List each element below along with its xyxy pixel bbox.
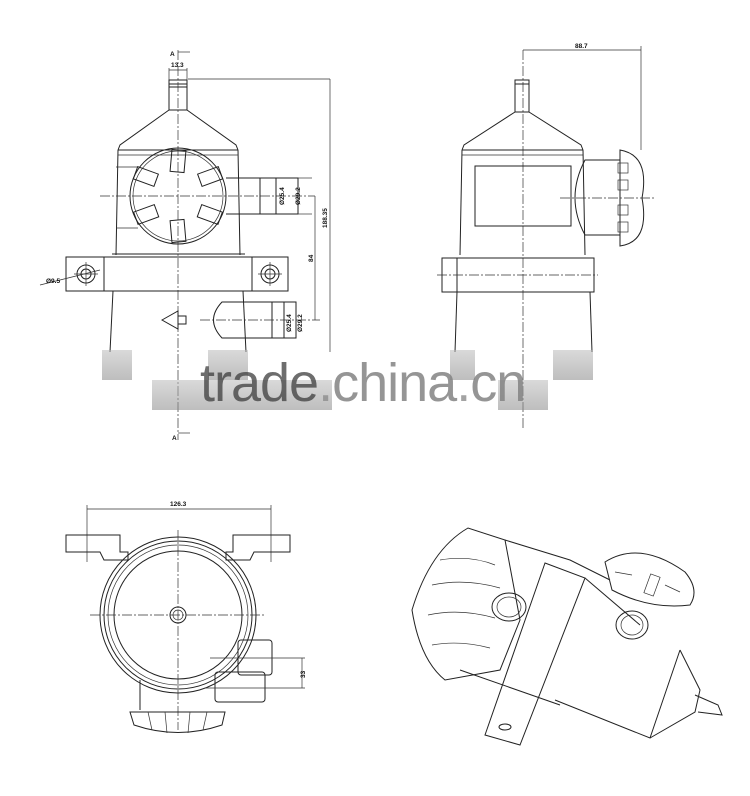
- section-label-top: A: [170, 51, 175, 58]
- watermark-cn: cn: [470, 353, 526, 413]
- isometric-view: [411, 527, 723, 746]
- dim-nipple-width: 13.3: [171, 62, 184, 69]
- watermark-band: [102, 350, 132, 380]
- watermark-dot: .: [318, 353, 333, 413]
- dim-mount-hole: Ø9.5: [46, 278, 60, 285]
- watermark: trade.china.cn: [200, 352, 526, 414]
- dim-lower-port-inner: Ø25.4: [286, 314, 293, 332]
- section-label-bottom: A: [172, 435, 177, 442]
- dim-lower-port-outer: Ø29.2: [297, 314, 304, 332]
- dim-overall-height: 188.35: [322, 208, 329, 228]
- watermark-band: [208, 350, 248, 380]
- watermark-band: [450, 350, 475, 380]
- dim-flange-width: 126.3: [170, 501, 187, 508]
- dim-port-spacing: 84: [308, 254, 315, 262]
- watermark-band: [553, 350, 593, 380]
- dim-port-offset: 33: [300, 670, 307, 678]
- side-view: 88.7: [437, 43, 655, 428]
- watermark-band: [152, 380, 332, 410]
- watermark-band: [498, 380, 548, 410]
- top-view: 126.3 33: [65, 501, 307, 734]
- flow-arrow-left-icon: [160, 310, 179, 330]
- front-view: A 13.3: [39, 50, 331, 442]
- watermark-dot: .: [456, 353, 471, 413]
- dim-upper-port-outer: Ø29.2: [295, 187, 302, 205]
- dim-upper-port-inner: Ø25.4: [279, 187, 286, 205]
- watermark-trade: trade: [200, 353, 319, 413]
- dim-side-offset: 88.7: [575, 43, 588, 50]
- watermark-china: china: [332, 353, 457, 413]
